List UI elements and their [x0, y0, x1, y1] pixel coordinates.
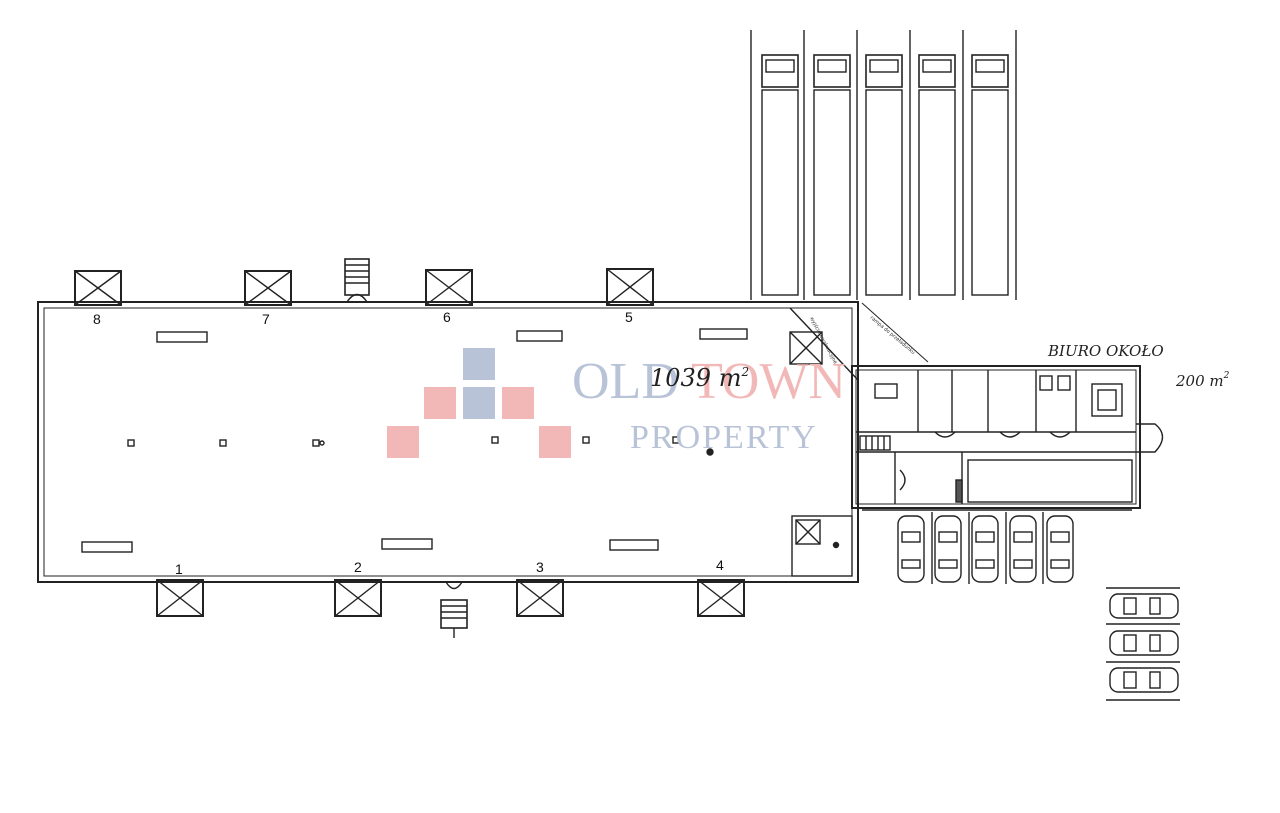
hall-area-label: 1039 m2 [650, 364, 749, 392]
watermark-line1: OLD TOWN [572, 353, 846, 410]
dock-door-5 [606, 268, 654, 306]
car-parking [862, 509, 1180, 701]
dock-door-8 [74, 270, 122, 306]
car-2 [934, 515, 962, 583]
car-1 [897, 515, 925, 583]
dock-number-8: 8 [93, 311, 101, 327]
dock-number-6: 6 [443, 309, 451, 325]
dock-door-1 [156, 579, 204, 617]
dock-number-1: 1 [175, 561, 183, 577]
car-6 [1109, 593, 1179, 619]
truck-parking [750, 30, 1017, 363]
office-label: BIURO OKOŁO [1047, 342, 1164, 360]
dock-door-2 [334, 579, 382, 617]
car-3 [971, 515, 999, 583]
dock-door-3 [516, 579, 564, 617]
car-8 [1109, 667, 1179, 693]
corner-shaft-bottom [791, 515, 853, 577]
watermark-logo [387, 348, 571, 458]
office-block [851, 365, 1164, 509]
truck-3 [865, 54, 903, 296]
dock-number-7: 7 [262, 311, 270, 327]
car-7 [1109, 630, 1179, 656]
car-5 [1046, 515, 1074, 583]
car-4 [1009, 515, 1037, 583]
top-stairs [344, 258, 370, 303]
truck-4 [918, 54, 956, 296]
tiny-label-ramp: rampa do przeładunku [869, 315, 916, 356]
dock-door-7 [244, 270, 292, 306]
dock-door-6 [425, 269, 473, 306]
truck-5 [971, 54, 1009, 296]
dock-door-4 [697, 579, 745, 617]
warehouse-hall [37, 301, 859, 583]
truck-1 [761, 54, 799, 296]
dock-number-5: 5 [625, 309, 633, 325]
dock-number-2: 2 [354, 559, 362, 575]
office-area-label: 200 m2 [1175, 371, 1230, 390]
bottom-stairs [440, 581, 468, 638]
truck-2 [813, 54, 851, 296]
dock-number-3: 3 [536, 559, 544, 575]
corner-shaft-top [789, 307, 859, 381]
watermark-line2: PROPERTY [630, 419, 818, 456]
dock-number-4: 4 [716, 557, 724, 573]
